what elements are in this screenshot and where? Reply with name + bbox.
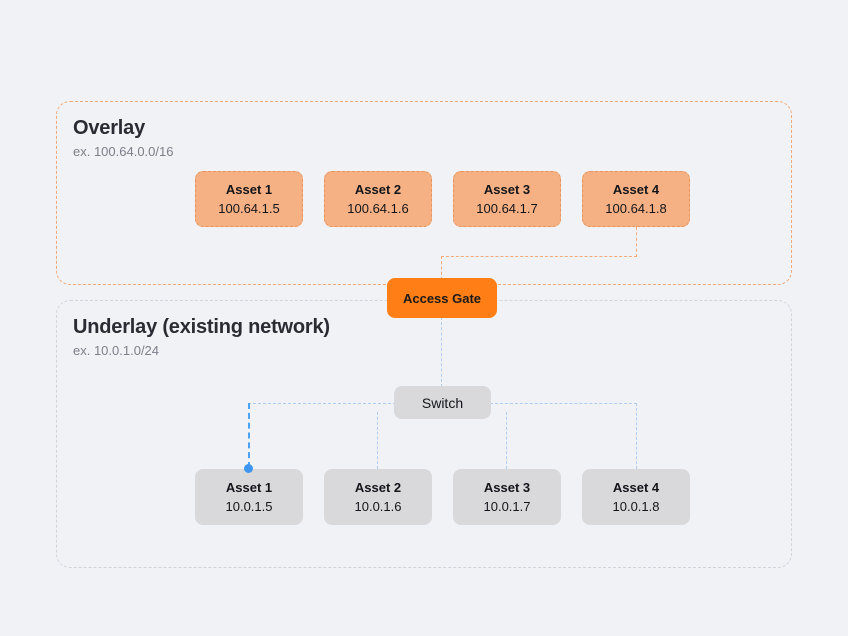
access-gate-node[interactable]: Access Gate <box>387 278 497 318</box>
edge-switch-bus-right <box>490 403 637 404</box>
overlay-asset-3-name: Asset 3 <box>483 181 531 197</box>
edge-underlay-asset3-drop <box>506 412 507 469</box>
switch-node[interactable]: Switch <box>394 386 491 419</box>
overlay-asset-1-ip: 100.64.1.5 <box>218 200 280 216</box>
overlay-asset-2-ip: 100.64.1.6 <box>347 200 409 216</box>
overlay-zone-subtitle: ex. 100.64.0.0/16 <box>73 144 174 159</box>
underlay-asset-1-ip: 10.0.1.5 <box>225 498 273 514</box>
overlay-asset-2[interactable]: Asset 2 100.64.1.6 <box>324 171 432 227</box>
underlay-asset-2-ip: 10.0.1.6 <box>354 498 402 514</box>
active-endpoint-dot <box>244 464 253 473</box>
edge-overlay-to-access-gate <box>441 256 442 280</box>
underlay-asset-3-name: Asset 3 <box>483 479 531 495</box>
access-gate-label: Access Gate <box>402 290 482 306</box>
overlay-asset-3[interactable]: Asset 3 100.64.1.7 <box>453 171 561 227</box>
underlay-asset-4-ip: 10.0.1.8 <box>612 498 660 514</box>
overlay-asset-1-name: Asset 1 <box>225 181 273 197</box>
overlay-asset-2-name: Asset 2 <box>354 181 402 197</box>
underlay-asset-2-name: Asset 2 <box>354 479 402 495</box>
underlay-asset-3-ip: 10.0.1.7 <box>483 498 531 514</box>
overlay-zone-title: Overlay <box>73 117 145 139</box>
underlay-asset-1-name: Asset 1 <box>225 479 273 495</box>
edge-switch-bus-left <box>248 403 396 404</box>
underlay-zone: Underlay (existing network) ex. 10.0.1.0… <box>56 300 792 568</box>
switch-label: Switch <box>421 394 464 411</box>
edge-access-gate-to-switch <box>441 317 442 387</box>
edge-underlay-asset1-drop <box>248 403 250 468</box>
underlay-zone-title: Underlay (existing network) <box>73 316 330 338</box>
edge-underlay-asset4-drop <box>636 403 637 469</box>
edge-overlay-asset4-drop <box>636 227 637 257</box>
overlay-asset-4-ip: 100.64.1.8 <box>605 200 667 216</box>
underlay-asset-4[interactable]: Asset 4 10.0.1.8 <box>582 469 690 525</box>
underlay-asset-4-name: Asset 4 <box>612 479 660 495</box>
overlay-asset-4[interactable]: Asset 4 100.64.1.8 <box>582 171 690 227</box>
overlay-asset-1[interactable]: Asset 1 100.64.1.5 <box>195 171 303 227</box>
overlay-asset-4-name: Asset 4 <box>612 181 660 197</box>
edge-overlay-bus <box>441 256 637 257</box>
underlay-asset-2[interactable]: Asset 2 10.0.1.6 <box>324 469 432 525</box>
underlay-zone-header: Underlay (existing network) ex. 10.0.1.0… <box>73 315 330 360</box>
edge-underlay-asset2-drop <box>377 412 378 469</box>
underlay-asset-1[interactable]: Asset 1 10.0.1.5 <box>195 469 303 525</box>
overlay-asset-3-ip: 100.64.1.7 <box>476 200 538 216</box>
underlay-asset-3[interactable]: Asset 3 10.0.1.7 <box>453 469 561 525</box>
overlay-zone-header: Overlay ex. 100.64.0.0/16 <box>73 116 173 161</box>
underlay-zone-subtitle: ex. 10.0.1.0/24 <box>73 343 160 358</box>
